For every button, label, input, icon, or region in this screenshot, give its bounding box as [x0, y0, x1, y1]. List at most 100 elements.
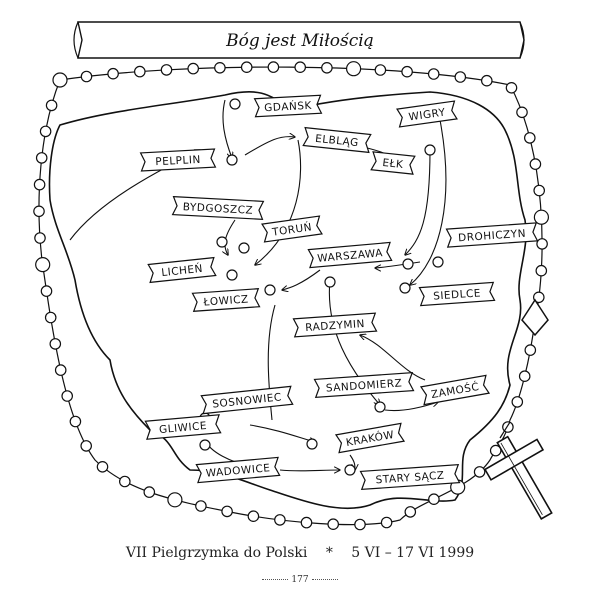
city-name: WADOWICE [205, 462, 271, 480]
rosary-bead [40, 285, 53, 297]
rosary-bead [427, 68, 440, 80]
rosary-bead [96, 460, 109, 473]
rosary-bead [247, 510, 260, 522]
poland-outline [48, 90, 527, 510]
rosary-bead [69, 415, 82, 428]
rosary-bead [536, 238, 548, 250]
city-name: DROHICZYN [458, 228, 527, 245]
rosary-bead [134, 65, 146, 78]
rosary-bead [428, 493, 440, 505]
rosary-bead [267, 61, 280, 73]
rosary-bead [380, 516, 393, 529]
caption: VII Pielgrzymka do Polski * 5 VI – 17 VI… [0, 545, 600, 561]
city-name: WARSZAWA [317, 247, 384, 265]
city-label-krakow: KRAKÓW [334, 422, 406, 454]
rosary-bead [300, 516, 313, 529]
rosary-bead [80, 70, 93, 83]
city-name: GLIWICE [159, 420, 208, 436]
rosary-bead [505, 82, 518, 94]
rosary-bead [35, 152, 48, 164]
page-number: 177 [0, 575, 600, 585]
rosary-bead [61, 390, 73, 402]
city-name: BYDGOSZCZ [182, 201, 253, 217]
rosary-bead [489, 444, 502, 457]
city-label-bydgoszcz: BYDGOSZCZ [171, 196, 265, 220]
rosary-bead [533, 184, 545, 197]
caption-title: VII Pielgrzymka do Polski [125, 545, 308, 561]
rosary-bead [518, 370, 531, 382]
caption-separator: * [325, 545, 333, 561]
rosary-bead [214, 62, 226, 74]
title-banner: Bóg jest Miłością [73, 21, 525, 59]
rosary-bead [33, 178, 46, 191]
city-name: ŁOWICZ [202, 293, 249, 308]
rosary-bead [327, 518, 339, 530]
rosary-bead [195, 500, 207, 512]
city-name: LICHEŃ [161, 262, 204, 279]
rosary-bead [167, 492, 183, 508]
rosary-bead [511, 396, 524, 408]
rosary-bead [480, 74, 493, 87]
rosary-bead [524, 344, 537, 356]
rosary-bead [516, 106, 528, 119]
rosary-bead [374, 64, 387, 76]
rosary-bead [44, 311, 57, 324]
rosary-bead [35, 257, 51, 273]
city-label-radzymin: RADZYMIN [292, 312, 378, 338]
city-label-wigry: WIGRY [396, 100, 458, 128]
rosary-bead [45, 99, 58, 112]
city-label-elk: EŁK [370, 151, 416, 175]
city-label-siedlce: SIEDLCE [418, 281, 496, 307]
city-label-zamosc: ZAMOŚĆ [419, 374, 491, 406]
city-label-drohiczyn: DROHICZYN [445, 222, 539, 248]
rosary-bead [294, 61, 306, 73]
city-label-elblag: ELBLĄG [302, 126, 372, 154]
city-name: GDAŃSK [264, 99, 313, 115]
caption-dates: 5 VI – 17 VI 1999 [351, 545, 475, 561]
rosary-bead [119, 475, 131, 488]
city-label-torun: TORUŃ [261, 215, 323, 243]
city-label-gdansk: GDAŃSK [253, 94, 323, 118]
rosary-bead [52, 72, 68, 88]
city-name: SANDOMIERZ [325, 377, 402, 394]
city-label-wadowice: WADOWICE [195, 456, 281, 484]
rosary-bead [240, 61, 253, 73]
rosary-beads [33, 61, 550, 531]
city-label-stary_sacz: STARY SĄCZ [359, 463, 461, 491]
city-label-pelplin: PELPLIN [139, 148, 217, 172]
rosary-bead [404, 506, 417, 518]
rosary-bead [33, 205, 45, 218]
city-name: WIGRY [408, 106, 447, 123]
rosary-bead [401, 65, 413, 78]
city-name: STARY SĄCZ [375, 470, 445, 487]
rosary-bead [473, 466, 486, 478]
rosary-bead [532, 291, 545, 304]
city-name: EŁK [382, 157, 405, 171]
city-labels: GDAŃSK WIGRY PELPLIN ELBLĄG EŁK BYDGOSZCZ TORU… [139, 94, 539, 491]
rosary-bead [107, 67, 119, 80]
city-name: PELPLIN [155, 154, 201, 168]
rosary-bead [39, 125, 52, 138]
rosary-bead [143, 486, 156, 498]
city-label-gliwice: GLIWICE [144, 414, 222, 440]
rosary-bead [54, 364, 67, 376]
city-name: SIEDLCE [433, 287, 482, 302]
city-label-warszawa: WARSZAWA [307, 241, 393, 269]
rosary-bead [274, 514, 286, 526]
city-label-sandomierz: SANDOMIERZ [313, 371, 415, 399]
rosary-bead [529, 158, 542, 170]
banner-title: Bóg jest Miłością [225, 31, 374, 51]
cross-icon [483, 298, 553, 520]
city-label-lichen: LICHEŃ [147, 256, 217, 284]
rosary-bead [354, 518, 366, 531]
rosary-bead [160, 64, 173, 76]
city-label-lowicz: ŁOWICZ [191, 288, 261, 312]
rosary-bead [321, 62, 333, 74]
rosary-bead [533, 209, 550, 225]
rosary-bead [346, 61, 362, 77]
rosary-bead [454, 71, 467, 83]
rosary-bead [49, 338, 62, 350]
rosary-bead [80, 440, 92, 452]
city-label-sosnowiec: SOSNOWIEC [200, 385, 294, 415]
